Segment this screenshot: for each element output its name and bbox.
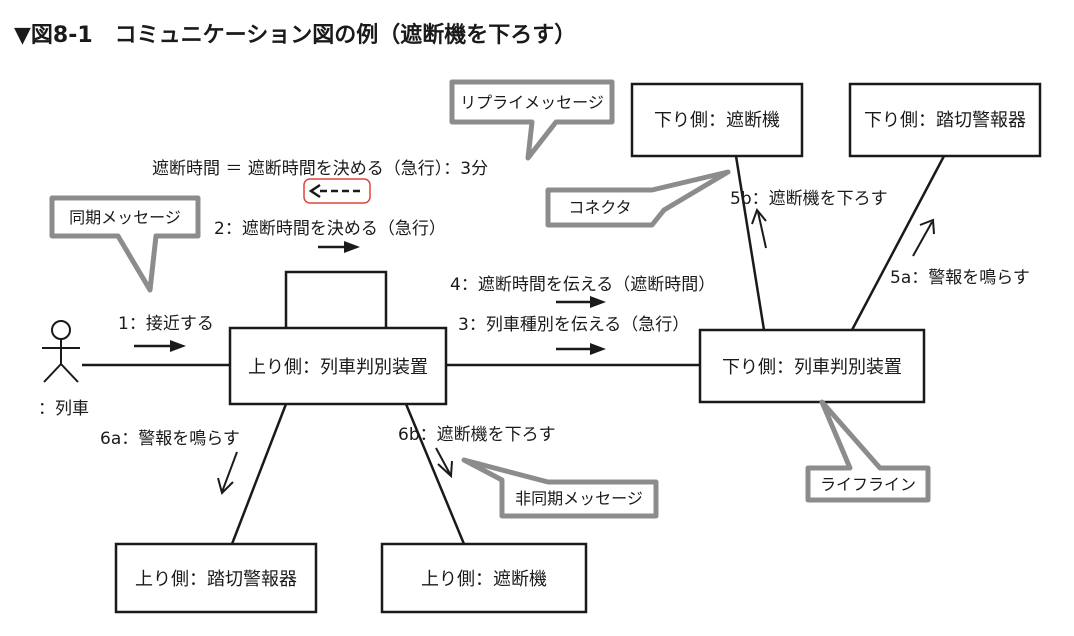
link-down-judge-down-alarm [850, 155, 946, 331]
callout-connector: コネクタ [545, 169, 731, 228]
object-down-judge-label: 下り側：列車判別装置 [722, 357, 902, 378]
callout-lifeline: ライフライン [805, 399, 931, 503]
callout-sync-text: 同期メッセージ [69, 208, 181, 227]
message-4-label: 4：遮断時間を伝える（遮断時間） [450, 275, 715, 295]
async-arrow-m6b [435, 447, 453, 479]
stick-figure-icon [42, 320, 80, 383]
object-down-alarm-label: 下り側：踏切警報器 [864, 110, 1026, 131]
self-link-loop [284, 270, 388, 328]
object-up-alarm: 上り側：踏切警報器 [114, 542, 318, 614]
async-arrow-m5a [912, 218, 935, 257]
callout-connector-text: コネクタ [568, 198, 631, 217]
callout-lifeline-text: ライフライン [820, 475, 916, 494]
sync-arrow-m2 [318, 241, 360, 253]
object-down-judge: 下り側：列車判別装置 [698, 328, 926, 404]
sync-arrow-m1 [134, 340, 186, 352]
link-up-judge-up-alarm [230, 403, 288, 545]
callout-reply-message: リプライメッセージ [449, 79, 615, 161]
async-arrow-m6a [217, 451, 238, 495]
callout-async-message: 非同期メッセージ [461, 457, 659, 519]
callout-sync-message: 同期メッセージ [49, 195, 201, 293]
object-up-alarm-label: 上り側：踏切警報器 [135, 569, 297, 590]
reply-message-label: 遮断時間 ＝ 遮断時間を決める（急行）：3分 [152, 159, 488, 179]
actor-train-label: ：列車 [38, 399, 89, 419]
link-up-judge-up-barrier [404, 403, 466, 545]
message-1-label: 1：接近する [118, 314, 214, 334]
links [82, 155, 946, 545]
message-5a-label: 5a：警報を鳴らす [890, 268, 1030, 288]
figure-title: ▼図8-1 コミュニケーション図の例（遮断機を下ろす） [14, 22, 576, 48]
sync-arrow-m4 [556, 296, 606, 308]
link-down-judge-down-barrier [734, 155, 766, 331]
object-down-barrier: 下り側：遮断機 [630, 82, 804, 158]
callout-reply-text: リプライメッセージ [460, 93, 604, 112]
object-up-judge-label: 上り側：列車判別装置 [248, 357, 428, 378]
sync-arrow-m3 [556, 343, 606, 355]
callout-async-text: 非同期メッセージ [515, 489, 643, 508]
object-down-barrier-label: 下り側：遮断機 [654, 110, 780, 131]
message-6a-label: 6a：警報を鳴らす [100, 429, 240, 449]
async-arrow-m5b [751, 207, 767, 249]
reply-highlight-box [303, 178, 371, 204]
message-5b-label: 5b：遮断機を下ろす [730, 189, 888, 209]
message-2-label: 2：遮断時間を決める（急行） [214, 219, 446, 239]
object-up-barrier: 上り側：遮断機 [380, 542, 588, 614]
object-up-judge: 上り側：列車判別装置 [228, 326, 448, 406]
message-3-label: 3：列車種別を伝える（急行） [458, 315, 689, 335]
reply-arrow [303, 178, 371, 204]
message-6b-label: 6b：遮断機を下ろす [398, 425, 556, 445]
actor-train: ：列車 [38, 320, 89, 419]
object-up-barrier-label: 上り側：遮断機 [421, 569, 547, 590]
object-down-alarm: 下り側：踏切警報器 [848, 82, 1042, 158]
